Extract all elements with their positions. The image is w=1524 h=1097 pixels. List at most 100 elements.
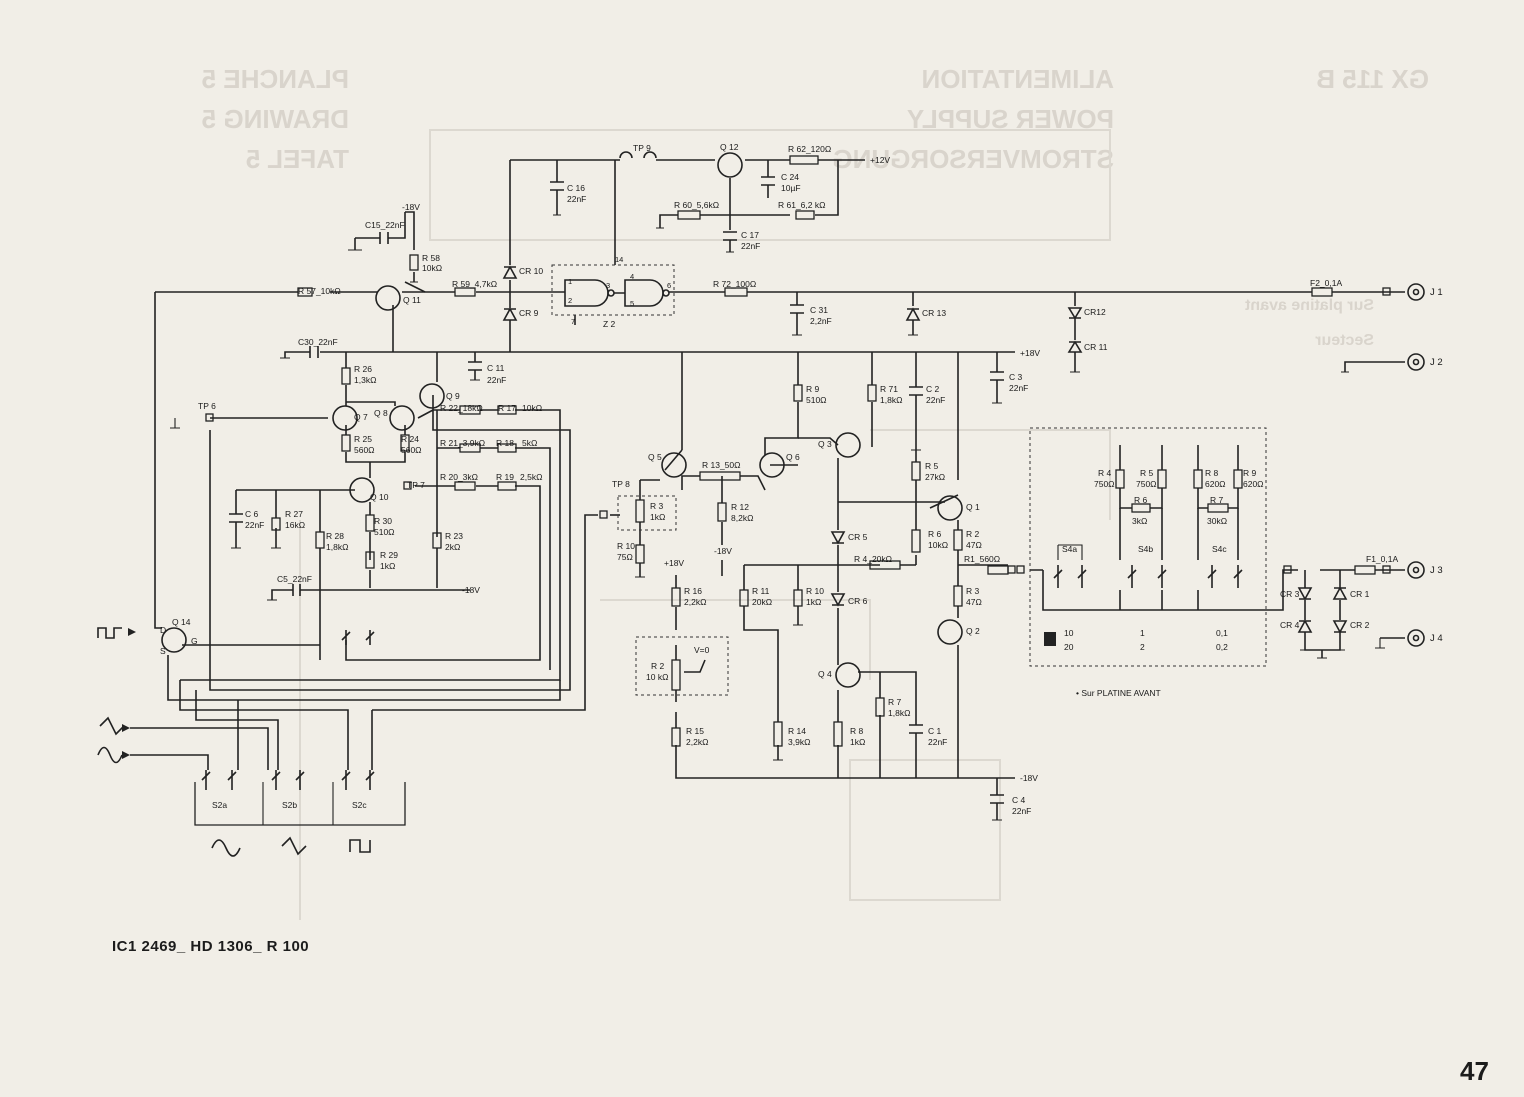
label-r62: R 62_120Ω bbox=[788, 144, 831, 154]
label-r14-value: 3,9kΩ bbox=[788, 737, 810, 747]
label-plus18-mid: +18V bbox=[664, 558, 684, 568]
label-att-r7-value: 30kΩ bbox=[1207, 516, 1227, 526]
transistor-q11 bbox=[375, 285, 401, 311]
label-r12-value: 8,2kΩ bbox=[731, 513, 753, 523]
label-f2: F2_0,1A bbox=[1310, 278, 1342, 288]
square-wave-icon bbox=[349, 839, 371, 853]
label-r57: R 57_10kΩ bbox=[298, 286, 341, 296]
label-r3b-value: 47Ω bbox=[966, 597, 982, 607]
front-panel-frame bbox=[1029, 427, 1267, 667]
label-q7: Q 7 bbox=[354, 412, 368, 422]
label-q1: Q 1 bbox=[966, 502, 980, 512]
svg-text:14: 14 bbox=[615, 255, 623, 264]
triangle-wave-input-icon bbox=[99, 716, 125, 736]
label-cr12: CR12 bbox=[1084, 307, 1106, 317]
label-r17: R 17 bbox=[498, 403, 516, 413]
label-r3-value: 1kΩ bbox=[650, 512, 665, 522]
label-r13: R 13_50Ω bbox=[702, 460, 741, 470]
label-att-r7: R 7 bbox=[1210, 495, 1224, 505]
label-r71: R 71 bbox=[880, 384, 898, 394]
label-r24-value: 560Ω bbox=[401, 445, 422, 455]
label-tp9: TP 9 bbox=[633, 143, 651, 153]
att-table-r2-c1: 20 bbox=[1064, 642, 1074, 652]
label-tp7: TP 7 bbox=[407, 480, 425, 490]
label-cr1: CR 1 bbox=[1350, 589, 1370, 599]
label-c2-value: 22nF bbox=[926, 395, 945, 405]
transistor-q1 bbox=[937, 495, 963, 521]
label-r12: R 12 bbox=[731, 502, 749, 512]
label-cr6: CR 6 bbox=[848, 596, 868, 606]
transistor-q14 bbox=[161, 627, 187, 653]
svg-text:3: 3 bbox=[606, 281, 610, 290]
label-att-r5: R 5 bbox=[1140, 468, 1154, 478]
att-table-r1-c2: 1 bbox=[1140, 628, 1145, 638]
label-c31-value: 2,2nF bbox=[810, 316, 832, 326]
label-r28: R 28 bbox=[326, 531, 344, 541]
label-c16-value: 22nF bbox=[567, 194, 586, 204]
label-r21: R 21_3,9kΩ bbox=[440, 438, 485, 448]
label-c31: C 31 bbox=[810, 305, 828, 315]
label-s4a: S4a bbox=[1062, 544, 1077, 554]
label-c30: C30_22nF bbox=[298, 337, 338, 347]
label-r6-value: 10kΩ bbox=[928, 540, 948, 550]
label-c4-value: 22nF bbox=[1012, 806, 1031, 816]
label-att-r5-value: 750Ω bbox=[1136, 479, 1157, 489]
label-r27-value: 16kΩ bbox=[285, 520, 305, 530]
label-q11: Q 11 bbox=[403, 295, 421, 305]
label-r10a-value: 75Ω bbox=[617, 552, 633, 562]
label-r3b: R 3 bbox=[966, 586, 980, 596]
label-z2: Z 2 bbox=[603, 319, 616, 329]
label-c11-value: 22nF bbox=[487, 375, 506, 385]
label-q5: Q 5 bbox=[648, 452, 662, 462]
att-table-r1-c1: 10 bbox=[1064, 628, 1074, 638]
label-r16: R 16 bbox=[684, 586, 702, 596]
ghost-stromversorgung: STROMVERSORGUNG bbox=[832, 144, 1114, 174]
svg-text:5: 5 bbox=[630, 299, 634, 308]
label-r7: R 7 bbox=[888, 697, 902, 707]
label-r19: R 19 bbox=[496, 472, 514, 482]
transistor-q5 bbox=[661, 452, 687, 478]
label-j3: J 3 bbox=[1430, 565, 1443, 576]
label-r29: R 29 bbox=[380, 550, 398, 560]
label-cr10: CR 10 bbox=[519, 266, 543, 276]
ghost-drawing: DRAWING 5 bbox=[202, 104, 349, 134]
label-c16: C 16 bbox=[567, 183, 585, 193]
label-s2a: S2a bbox=[212, 800, 227, 810]
label-s2b: S2b bbox=[282, 800, 297, 810]
label-r2b: R 2 bbox=[651, 661, 665, 671]
label-r71-value: 1,8kΩ bbox=[880, 395, 902, 405]
label-r23: R 23 bbox=[445, 531, 463, 541]
label-r25: R 25 bbox=[354, 434, 372, 444]
label-tp8: TP 8 bbox=[612, 479, 630, 489]
ghost-alimentation: ALIMENTATION bbox=[921, 64, 1114, 94]
label-c3-value: 22nF bbox=[1009, 383, 1028, 393]
label-att-r4-value: 750Ω bbox=[1094, 479, 1115, 489]
labels: -18V C15_22nF R 58 10kΩ R 57_10kΩ Q 11 R… bbox=[160, 142, 1443, 816]
label-c17: C 17 bbox=[741, 230, 759, 240]
label-r28-value: 1,8kΩ bbox=[326, 542, 348, 552]
label-r23-value: 2kΩ bbox=[445, 542, 460, 552]
label-cr13: CR 13 bbox=[922, 308, 946, 318]
transistor-q8 bbox=[389, 405, 415, 431]
label-cr11: CR 11 bbox=[1084, 342, 1108, 352]
label-r10b-value: 1kΩ bbox=[806, 597, 821, 607]
r3-frame bbox=[617, 495, 677, 531]
ghost-secteur: Secteur bbox=[1315, 332, 1374, 349]
label-r61: R 61_6,2 kΩ bbox=[778, 200, 825, 210]
label-r29-value: 1kΩ bbox=[380, 561, 395, 571]
label-r59: R 59_4,7kΩ bbox=[452, 279, 497, 289]
wiring bbox=[130, 159, 1405, 826]
label-r9: R 9 bbox=[806, 384, 820, 394]
label-q14: Q 14 bbox=[172, 617, 191, 627]
page-number: 47 bbox=[1460, 1056, 1489, 1086]
svg-text:6: 6 bbox=[667, 281, 671, 290]
label-minus18-top: -18V bbox=[402, 202, 420, 212]
label-r24: R 24 bbox=[401, 434, 419, 444]
label-c2: C 2 bbox=[926, 384, 940, 394]
label-att-r9: R 9 bbox=[1243, 468, 1257, 478]
square-wave-input-icon bbox=[97, 627, 122, 639]
label-r15: R 15 bbox=[686, 726, 704, 736]
label-r30: R 30 bbox=[374, 516, 392, 526]
